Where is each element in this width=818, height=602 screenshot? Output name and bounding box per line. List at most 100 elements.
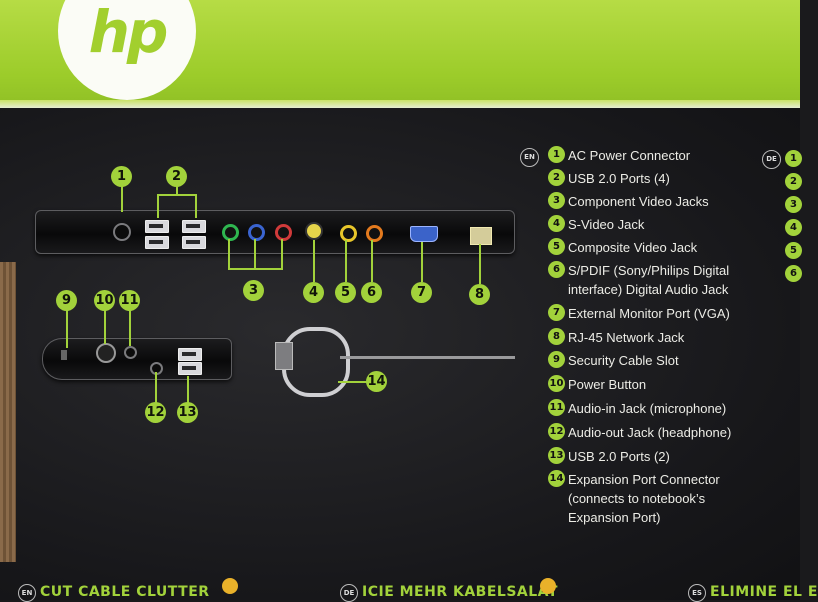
legend-label: USB 2.0 Ports (4) [568, 171, 670, 186]
leader-line [421, 242, 423, 282]
vga-port-icon [410, 226, 438, 242]
legend-label: Component Video Jacks [568, 194, 709, 209]
component-jack-blue-icon [248, 224, 265, 241]
legend-number-badge: 10 [548, 375, 565, 392]
hp-logo: hp [58, 0, 196, 100]
legend-number-badge: 3 [548, 192, 565, 209]
component-jack-red-icon [275, 224, 292, 241]
security-slot-icon [61, 350, 67, 360]
leader-line [187, 376, 189, 404]
leader-line [479, 244, 481, 284]
callout-4: 4 [303, 282, 324, 303]
legend-label: Power Button [568, 377, 647, 392]
leader-line [121, 186, 123, 212]
leader-line [155, 372, 157, 404]
cardboard-edge [0, 262, 16, 562]
legend-number-badge: 4 [548, 215, 565, 232]
hp-green-band: hp [0, 0, 800, 108]
legend-label: External Monitor Port (VGA) [568, 306, 730, 321]
legend-label: Security Cable Slot [568, 353, 679, 368]
leader-line [104, 310, 106, 344]
leader-line [345, 240, 347, 282]
usb-port-icon [182, 236, 206, 249]
callout-12: 12 [145, 402, 166, 423]
de-legend-number-badge: 6 [785, 265, 802, 282]
callout-2: 2 [166, 166, 187, 187]
language-badge-en: EN [18, 584, 36, 602]
audio-in-jack-icon [124, 346, 137, 359]
callout-9: 9 [56, 290, 77, 311]
callout-14: 14 [366, 371, 387, 392]
legend-number-badge: 11 [548, 399, 565, 416]
bottom-heading-en: CUT CABLE CLUTTER [40, 584, 210, 600]
cable-tie-icon [540, 578, 556, 594]
legend-number-badge: 7 [548, 304, 565, 321]
callout-3: 3 [243, 280, 264, 301]
component-jack-green-icon [222, 224, 239, 241]
language-badge-es: ES [688, 584, 706, 602]
legend-label: Composite Video Jack [568, 240, 698, 255]
legend-label: S/PDIF (Sony/Philips Digital [568, 263, 730, 278]
usb-port-icon [182, 220, 206, 233]
legend-number-badge: 8 [548, 328, 565, 345]
ac-power-port-icon [113, 223, 131, 241]
callout-10: 10 [94, 290, 115, 311]
expansion-port-connector-icon [275, 342, 293, 370]
leader-line [281, 239, 283, 269]
leader-line [195, 194, 197, 218]
power-button-icon [96, 343, 116, 363]
callout-13: 13 [177, 402, 198, 423]
usb-port-icon [145, 220, 169, 233]
leader-line [66, 310, 68, 348]
dock-side-panel [42, 338, 232, 380]
bottom-heading-es: ELIMINE EL E [710, 584, 818, 600]
leader-line [129, 310, 131, 346]
usb-port-icon [145, 236, 169, 249]
legend-label: S-Video Jack [568, 217, 645, 232]
legend-label: Expansion Port Connector [568, 472, 720, 487]
hp-logo-text: hp [88, 0, 169, 66]
leader-line [228, 268, 283, 270]
legend-label: Expansion Port) [568, 510, 661, 525]
usb-port-icon [178, 348, 202, 361]
composite-jack-icon [340, 225, 357, 242]
legend-label: interface) Digital Audio Jack [568, 282, 729, 297]
cable-icon [340, 356, 515, 359]
leader-line [176, 186, 178, 196]
legend-number-badge: 1 [548, 146, 565, 163]
callout-7: 7 [411, 282, 432, 303]
de-legend-number-badge: 2 [785, 173, 802, 190]
callout-6: 6 [361, 282, 382, 303]
language-badge-en: EN [520, 148, 539, 167]
leader-line [313, 240, 315, 282]
usb-port-icon [178, 362, 202, 375]
leader-line [228, 239, 230, 269]
legend-label: (connects to notebook’s [568, 491, 706, 506]
de-legend-number-badge: 1 [785, 150, 802, 167]
callout-5: 5 [335, 282, 356, 303]
leader-line [338, 381, 368, 383]
bottom-heading-de: ICIE MEHR KABELSALAT [362, 584, 558, 600]
legend-label: AC Power Connector [568, 148, 691, 163]
language-badge-de: DE [762, 150, 781, 169]
legend-label: RJ-45 Network Jack [568, 330, 685, 345]
rj45-port-icon [470, 227, 492, 245]
legend-number-badge: 14 [548, 470, 565, 487]
de-legend-number-badge: 5 [785, 242, 802, 259]
legend-number-badge: 5 [548, 238, 565, 255]
legend-number-badge: 2 [548, 169, 565, 186]
de-legend-number-badge: 3 [785, 196, 802, 213]
de-legend-number-badge: 4 [785, 219, 802, 236]
callout-1: 1 [111, 166, 132, 187]
s-video-jack-icon [305, 222, 323, 240]
legend-number-badge: 6 [548, 261, 565, 278]
legend-label: Audio-in Jack (microphone) [568, 401, 727, 416]
callout-8: 8 [469, 284, 490, 305]
callout-11: 11 [119, 290, 140, 311]
cable-tie-icon [222, 578, 238, 594]
legend-number-badge: 13 [548, 447, 565, 464]
leader-line [371, 240, 373, 282]
legend-number-badge: 9 [548, 351, 565, 368]
spdif-jack-icon [366, 225, 383, 242]
leader-line [157, 194, 159, 218]
